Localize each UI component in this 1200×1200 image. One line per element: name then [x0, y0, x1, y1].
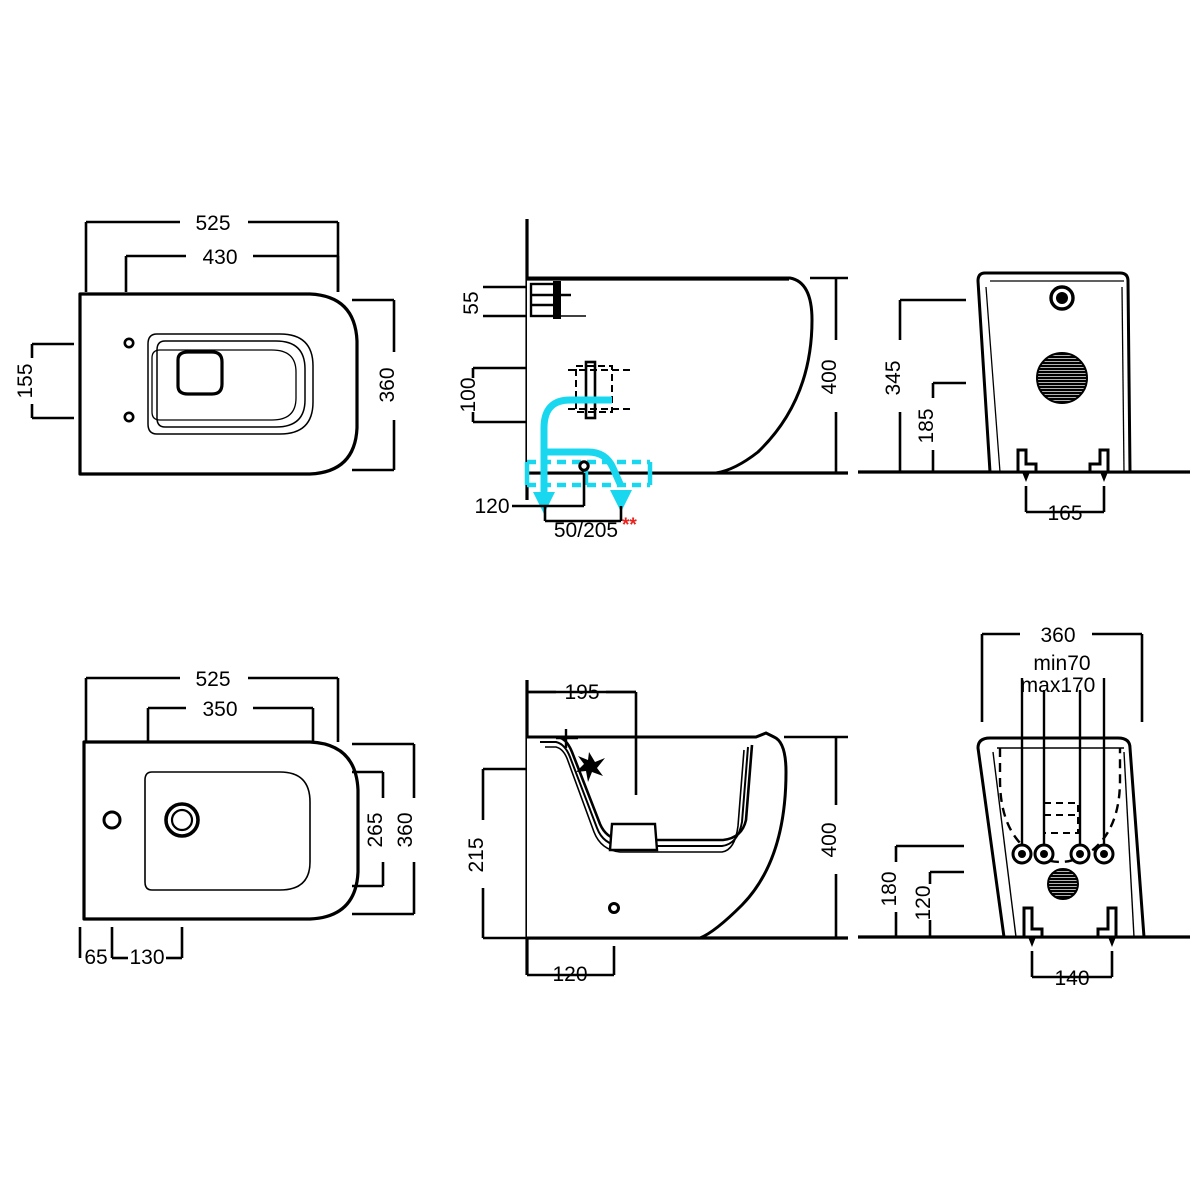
- wc-side-outlet-stub: [568, 360, 630, 420]
- wc-front-left-edge-inner: [985, 286, 1001, 473]
- bidet-side-jet-marker: [576, 752, 605, 782]
- bidet-side-tap-mark: [556, 729, 578, 748]
- dim-label-bidet-front-lower: 120: [912, 885, 935, 920]
- bidet-plan-outline: [82, 740, 360, 921]
- bidet-front-tap-leaders: [1020, 678, 1106, 848]
- view-wc-front: 345 185 165: [858, 271, 1190, 525]
- bidet-front-bowl-hidden: [998, 748, 1122, 864]
- bidet-front-waste-outlet: [1047, 868, 1079, 900]
- bidet-plan-drain-inner: [170, 808, 194, 832]
- dim-label-bidet-plan-length: 525: [195, 668, 230, 691]
- bidet-front-body: [976, 736, 1146, 939]
- dim-bidet-side-400: [784, 735, 848, 940]
- dim-label-bidet-front-min: min70: [1033, 652, 1090, 675]
- view-wc-plan: 525 430 360 155: [14, 212, 399, 476]
- dim-bidet-side-120: [525, 946, 616, 977]
- bidet-side-drain-block: [608, 822, 659, 852]
- dim-label-wc-side-floor: 120: [474, 495, 509, 518]
- dim-bidet-side-195: [527, 690, 638, 795]
- wc-plan-bowl-contour: [151, 349, 297, 421]
- bidet-side-bowl-inner: [545, 746, 745, 853]
- view-bidet-side: 195 215 120 400: [465, 680, 848, 986]
- dim-label-bidet-front-upper: 180: [878, 871, 901, 906]
- bidet-side-drain-hole: [608, 902, 620, 914]
- wc-side-wall-bracket-top: [529, 281, 586, 319]
- view-bidet-plan: 525 350 360: [78, 668, 417, 969]
- dim-label-wc-side-outlet: 100: [457, 377, 480, 412]
- dim-label-wc-plan-seat: 430: [202, 246, 237, 269]
- wc-front-bolt-hole: [1056, 292, 1068, 304]
- dim-bidet-plan-265: [352, 770, 385, 888]
- dim-wc-front-165: [1024, 486, 1106, 514]
- wc-plan-seat-ring-outer: [147, 333, 314, 435]
- wc-side-drain-arrow-left: [533, 492, 555, 514]
- wc-front-foot-right: [1088, 448, 1110, 482]
- wc-side-body-profile: [527, 276, 814, 475]
- wc-plan-seat-ring-inner: [156, 340, 306, 428]
- dim-bidet-front-140: [1030, 951, 1114, 979]
- wc-side-pipe-reference-rails: [524, 459, 653, 488]
- wc-front-outlet-hatch: [1036, 352, 1088, 404]
- bidet-front-right-inner: [1123, 751, 1135, 938]
- bidet-plan-tap-hole: [102, 810, 122, 830]
- dim-wc-side-100: [471, 366, 527, 424]
- dim-wc-front-345: [898, 298, 966, 472]
- bidet-plan-bowl: [144, 771, 311, 891]
- dim-label-bidet-front-max: max170: [1021, 674, 1096, 697]
- dim-bidet-side-215: [481, 767, 527, 940]
- bidet-front-foot-left: [1022, 906, 1044, 947]
- dim-bidet-plan-360: [352, 742, 416, 916]
- dim-label-wc-side-bracket: 55: [460, 291, 483, 314]
- dim-wc-plan-430: [124, 254, 340, 292]
- dim-label-wc-front-upper: 345: [882, 360, 905, 395]
- dim-label-bidet-plan-drain-offset: 130: [129, 946, 164, 969]
- bidet-front-left-inner: [992, 751, 1017, 938]
- dim-wc-side-120: [512, 473, 586, 508]
- dim-wc-plan-155: [30, 342, 74, 420]
- wc-front-foot-left: [1016, 448, 1038, 482]
- wc-plan-fixing-hole-bottom: [123, 411, 135, 423]
- dim-bidet-plan-65-130: [78, 927, 184, 960]
- bidet-front-tap-holes: [1011, 843, 1115, 865]
- dim-wc-side-55: [483, 285, 527, 318]
- dim-label-wc-side-outlet-position: 50/205: [554, 519, 618, 542]
- dim-label-bidet-side-depth: 195: [564, 681, 599, 704]
- dim-wc-plan-360: [352, 298, 396, 472]
- dim-label-wc-plan-fixings: 155: [14, 363, 37, 398]
- dim-label-bidet-side-height: 400: [818, 822, 841, 857]
- dim-label-wc-front-lower: 185: [915, 408, 938, 443]
- dim-label-wc-front-feet: 165: [1047, 502, 1082, 525]
- dim-label-wc-plan-length: 525: [195, 212, 230, 235]
- dim-label-bidet-front-feet: 140: [1054, 967, 1089, 990]
- bidet-front-foot-right: [1096, 906, 1118, 947]
- wc-side-drain-arrow-right: [610, 490, 632, 512]
- dim-note-asterisk: **: [622, 515, 637, 536]
- dim-label-bidet-plan-tap-offset: 65: [84, 946, 107, 969]
- dim-wc-side-50-205: [543, 506, 623, 523]
- wc-plan-fixing-hole-top: [123, 337, 135, 349]
- wc-side-floor-outlet-hole: [578, 460, 590, 472]
- dim-label-bidet-side-drain-height: 215: [465, 837, 488, 872]
- dim-bidet-plan-525: [84, 676, 340, 742]
- dim-label-wc-plan-width: 360: [376, 367, 399, 402]
- dim-label-bidet-plan-bowl-width: 265: [364, 812, 387, 847]
- dim-label-wc-side-height: 400: [818, 359, 841, 394]
- dim-label-bidet-side-floor: 120: [552, 963, 587, 986]
- dim-bidet-front-120: [928, 870, 964, 937]
- view-bidet-front: 360 min70 max170: [858, 624, 1190, 990]
- view-wc-side: 55 100: [457, 219, 848, 542]
- dim-label-bidet-front-width: 360: [1040, 624, 1075, 647]
- dim-bidet-front-180: [894, 844, 964, 937]
- dim-wc-side-400: [810, 276, 848, 475]
- dim-bidet-plan-350: [146, 706, 315, 742]
- wc-plan-flush-aperture: [176, 350, 224, 396]
- dim-label-bidet-plan-width: 360: [394, 812, 417, 847]
- dim-wc-front-185: [931, 381, 966, 472]
- dim-bidet-front-360: [980, 632, 1144, 722]
- wc-front-right-edge-inner: [1121, 286, 1125, 473]
- dim-label-bidet-plan-bowl: 350: [202, 698, 237, 721]
